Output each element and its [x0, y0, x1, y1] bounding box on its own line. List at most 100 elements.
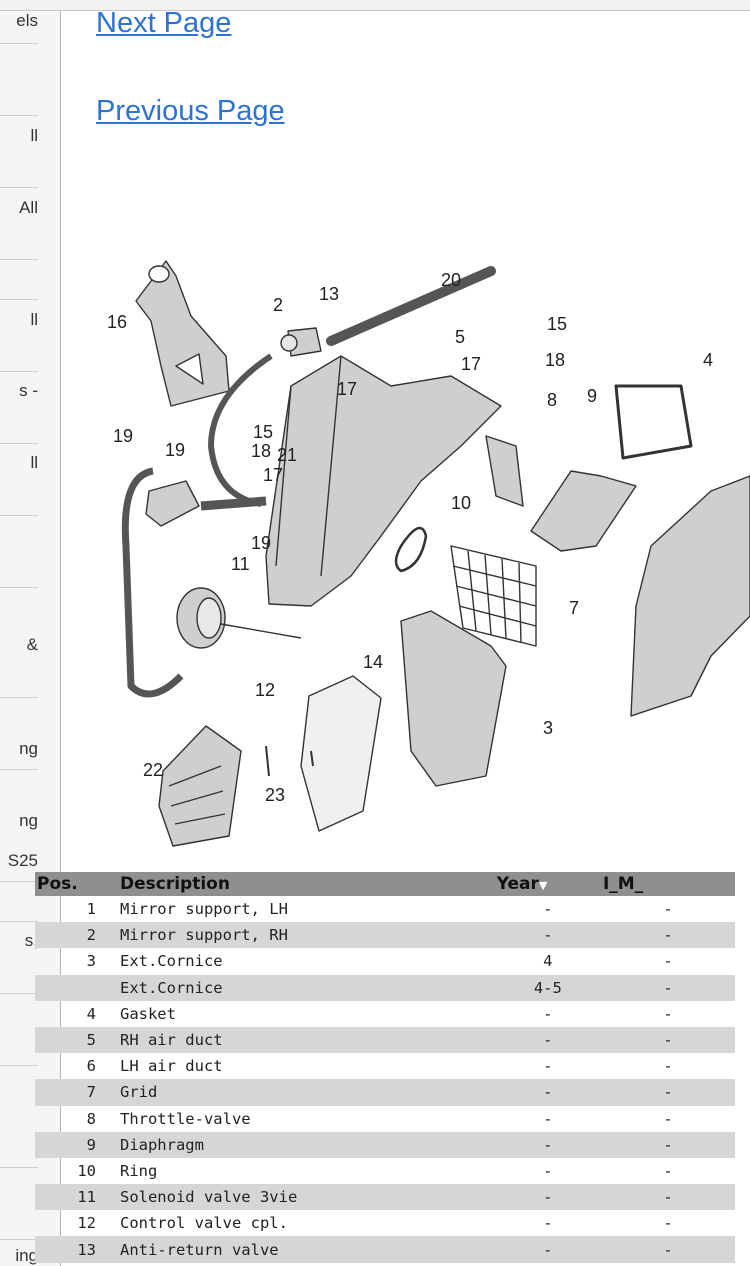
sidebar-item[interactable]: s, [24, 931, 38, 950]
hose-19-part [208, 353, 273, 507]
sidebar-item[interactable]: All [19, 198, 38, 217]
cell-im: - [600, 1131, 735, 1158]
cell-pos: 8 [86, 1109, 96, 1128]
cell-pos: 11 [35, 1184, 102, 1211]
cell-description: Grid [101, 1079, 495, 1106]
cell-im: - [663, 1004, 673, 1023]
cell-im: - [600, 922, 735, 949]
sidebar-divider [0, 1167, 38, 1168]
cell-description: Mirror support, LH [119, 900, 288, 919]
rh-air-duct-part [265, 355, 502, 607]
exploded-parts-diagram: 20 13 2 16 15 18 5 17 17 15 18 21 17 19 … [107, 260, 750, 847]
sidebar-divider [0, 43, 38, 44]
gasket-part [614, 384, 693, 460]
cell-year: - [543, 900, 553, 919]
cell-year: 4 [543, 952, 553, 971]
sidebar-item[interactable]: ll [30, 310, 38, 329]
next-page-link[interactable]: Next Page [96, 11, 232, 39]
sidebar-divider [0, 443, 38, 444]
sidebar-divider [0, 697, 38, 698]
ext-cornice-part [400, 610, 507, 787]
callout-label: 15 [547, 314, 567, 334]
cell-pos: 9 [35, 1131, 102, 1158]
main-content: Next Page Previous Page [61, 11, 750, 1266]
column-header-im[interactable]: I_M_ [600, 872, 735, 896]
cell-description: Throttle-valve [119, 1109, 251, 1128]
sidebar-item[interactable]: ng [19, 811, 38, 830]
sidebar-item[interactable]: & [26, 635, 38, 654]
cell-year: - [543, 1057, 553, 1076]
callout-label: 17 [337, 379, 357, 399]
sidebar-item[interactable]: ing [15, 1246, 38, 1265]
cell-year: - [543, 1004, 553, 1023]
callout-label: 18 [251, 441, 271, 461]
cell-im: - [600, 1236, 735, 1263]
column-header-year[interactable]: Year▼ [494, 872, 601, 896]
cell-year: 4-5 [494, 974, 601, 1001]
cell-pos [35, 974, 102, 1001]
sidebar-item[interactable]: s - [19, 381, 38, 400]
cell-year: - [494, 1079, 601, 1106]
callout-label: 19 [165, 440, 185, 460]
column-header-pos[interactable]: Pos. [35, 872, 102, 896]
sidebar-item[interactable]: ll [30, 453, 38, 472]
cell-year: - [494, 1236, 601, 1263]
sidebar-item[interactable]: ll [30, 126, 38, 145]
cell-description: Diaphragm [101, 1131, 495, 1158]
column-header-description[interactable]: Description [101, 872, 495, 896]
cell-year: - [494, 1026, 601, 1054]
cell-im: - [600, 1026, 735, 1054]
cell-pos: 5 [35, 1026, 102, 1054]
throttle-valve-part [485, 435, 524, 507]
cell-year: - [494, 1184, 601, 1211]
sidebar-divider [0, 299, 38, 300]
cell-description: Ext.Cornice [101, 974, 495, 1001]
sidebar-divider [0, 259, 38, 260]
cell-pos: 3 [86, 952, 96, 971]
callout-label: 14 [363, 652, 383, 672]
cell-description: Control valve cpl. [119, 1214, 288, 1233]
cell-description: Anti-return valve [101, 1236, 495, 1263]
cell-pos: 12 [77, 1214, 96, 1233]
cell-pos: 1 [86, 900, 96, 919]
callout-label: 16 [107, 312, 127, 332]
parts-table: Pos. Description Year▼ I_M_ 1 Mirror supp… [35, 872, 735, 1263]
cell-pos: 10 [77, 1161, 96, 1180]
sidebar-item[interactable]: els [16, 11, 38, 30]
cell-im: - [600, 1184, 735, 1211]
sidebar-divider [0, 187, 38, 188]
callout-label: 19 [251, 533, 271, 553]
cell-year: - [494, 922, 601, 949]
cell-im: - [663, 1109, 673, 1128]
callout-label: 23 [265, 785, 285, 805]
callout-label: 9 [587, 386, 597, 406]
cell-pos: 2 [35, 922, 102, 949]
part-14 [300, 675, 382, 832]
previous-page-link[interactable]: Previous Page [96, 95, 285, 127]
solenoid-valve-part [145, 480, 200, 527]
top-toolbar [0, 0, 750, 11]
cell-year: - [543, 1161, 553, 1180]
sidebar-divider [0, 993, 38, 994]
sidebar-item[interactable]: S25 [7, 851, 38, 870]
callout-label: 3 [543, 718, 553, 738]
diaphragm-part [530, 470, 637, 552]
mirror-bracket-part [135, 260, 230, 407]
cell-im: - [663, 952, 673, 971]
sidebar-item[interactable]: ng [19, 739, 38, 758]
callout-label: 2 [273, 295, 283, 315]
